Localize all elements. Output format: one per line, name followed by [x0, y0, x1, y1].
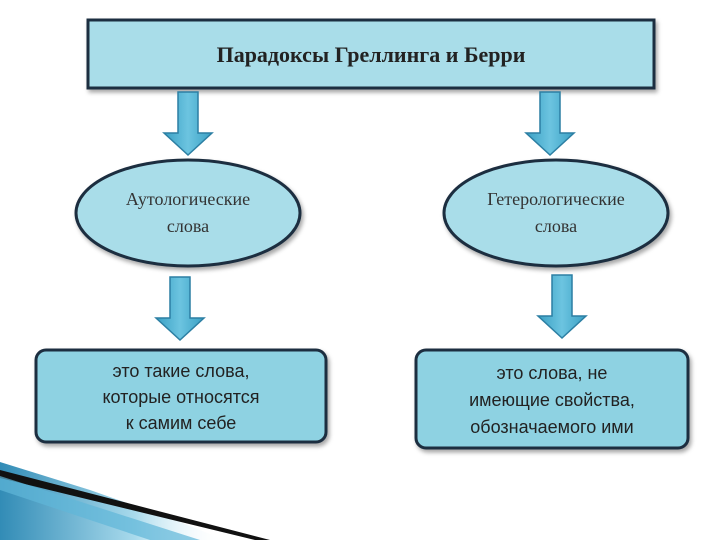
down-arrow-icon [154, 276, 206, 342]
autological-label-line1: Аутологические [126, 189, 250, 209]
autological-definition-line3: к самим себе [126, 413, 237, 433]
heterological-definition-line1: это слова, не [497, 363, 608, 383]
heterological-definition-line3: обозначаемого ими [470, 417, 633, 437]
autological-definition-box: это такие слова, которые относятся к сам… [34, 348, 328, 444]
down-arrow-icon [162, 91, 214, 157]
autological-definition-line1: это такие слова, [113, 361, 250, 381]
decorative-ribbon [0, 462, 270, 540]
diagram-title: Парадоксы Греллинга и Берри [217, 42, 526, 67]
autological-label-line2: слова [167, 216, 209, 236]
heterological-definition-line2: имеющие свойства, [469, 390, 635, 410]
down-arrow-icon [524, 91, 576, 157]
heterological-label-line1: Гетерологические [487, 189, 625, 209]
autological-definition-line2: которые относятся [102, 387, 259, 407]
title-box: Парадоксы Греллинга и Берри [86, 18, 656, 90]
heterological-label-line2: слова [535, 216, 577, 236]
autological-oval: Аутологические слова [74, 158, 302, 268]
heterological-definition-box: это слова, не имеющие свойства, обознача… [414, 348, 690, 450]
down-arrow-icon [536, 274, 588, 340]
heterological-oval: Гетерологические слова [442, 158, 670, 268]
